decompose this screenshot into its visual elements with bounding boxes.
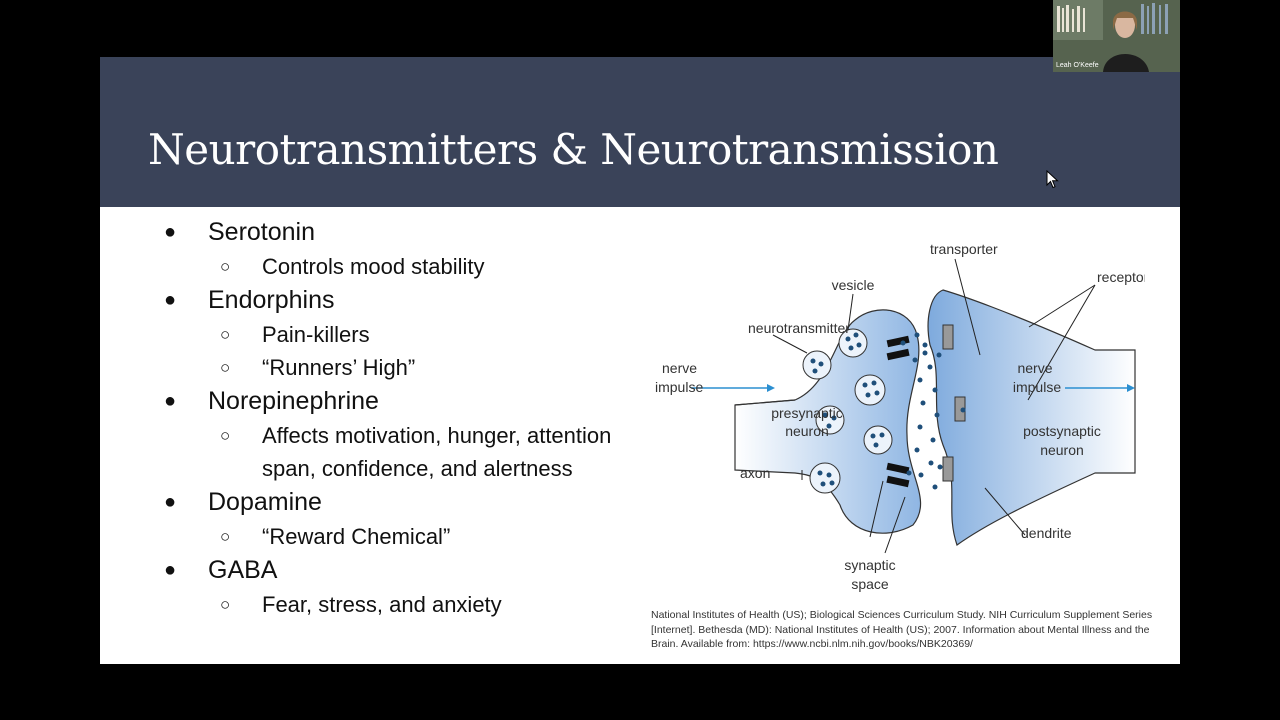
axon-line bbox=[734, 399, 796, 406]
synapse-diagram: transporter vesicle receptors neurotrans… bbox=[655, 241, 1145, 592]
receptor-mark bbox=[942, 456, 954, 482]
webcam-video bbox=[1053, 0, 1180, 72]
label-synaptic-2: space bbox=[851, 576, 889, 592]
transporter-mark bbox=[886, 475, 910, 488]
sub-bullet-item: “Runners’ High” bbox=[164, 351, 644, 384]
label-nerve-impulse-right-1: nerve bbox=[1017, 360, 1052, 376]
sub-bullet-item: Controls mood stability bbox=[164, 250, 644, 283]
label-presynaptic-1: presynaptic bbox=[771, 405, 843, 421]
receptor-mark bbox=[942, 324, 954, 350]
neurotransmitter-dots bbox=[810, 332, 966, 490]
bullet-item: Serotonin bbox=[164, 215, 644, 250]
label-dendrite: dendrite bbox=[1021, 525, 1072, 541]
sub-bullet-item: Affects motivation, hunger, attention sp… bbox=[164, 419, 644, 485]
title-bar: Neurotransmitters & Neurotransmission bbox=[100, 57, 1180, 207]
participant-name: Leah O'Keefe bbox=[1056, 62, 1099, 69]
bullet-list: Serotonin Controls mood stability Endorp… bbox=[164, 215, 644, 621]
vesicles bbox=[802, 328, 893, 494]
presentation-slide: Neurotransmitters & Neurotransmission Se… bbox=[100, 57, 1180, 664]
figure-citation: National Institutes of Health (US); Biol… bbox=[651, 609, 1153, 651]
label-neurotransmitter: neurotransmitter bbox=[748, 320, 850, 336]
bullet-item: Dopamine bbox=[164, 485, 644, 520]
label-vesicle: vesicle bbox=[832, 277, 875, 293]
sub-bullet-item: Fear, stress, and anxiety bbox=[164, 588, 644, 621]
bullet-item: Endorphins bbox=[164, 283, 644, 318]
webcam-thumbnail[interactable]: Leah O'Keefe bbox=[1053, 0, 1180, 72]
sub-bullet-item: Pain-killers bbox=[164, 318, 644, 351]
label-presynaptic-2: neuron bbox=[785, 423, 829, 439]
label-nerve-impulse-right-2: impulse bbox=[1013, 379, 1061, 395]
transporter-mark bbox=[886, 335, 910, 348]
slide-title: Neurotransmitters & Neurotransmission bbox=[148, 125, 999, 174]
label-nerve-impulse-left-2: impulse bbox=[655, 379, 703, 395]
label-axon: axon bbox=[740, 465, 770, 481]
label-synaptic-1: synaptic bbox=[844, 557, 895, 573]
label-postsynaptic-1: postsynaptic bbox=[1023, 423, 1101, 439]
mouse-cursor-icon bbox=[1046, 170, 1059, 189]
label-transporter: transporter bbox=[930, 241, 998, 257]
sub-bullet-item: “Reward Chemical” bbox=[164, 520, 644, 553]
transporter-mark bbox=[886, 462, 910, 475]
bullet-item: Norepinephrine bbox=[164, 384, 644, 419]
transporter-mark bbox=[886, 348, 910, 361]
label-nerve-impulse-left-1: nerve bbox=[662, 360, 697, 376]
label-receptors: receptors bbox=[1097, 269, 1145, 285]
bullet-item: GABA bbox=[164, 553, 644, 588]
label-postsynaptic-2: neuron bbox=[1040, 442, 1084, 458]
